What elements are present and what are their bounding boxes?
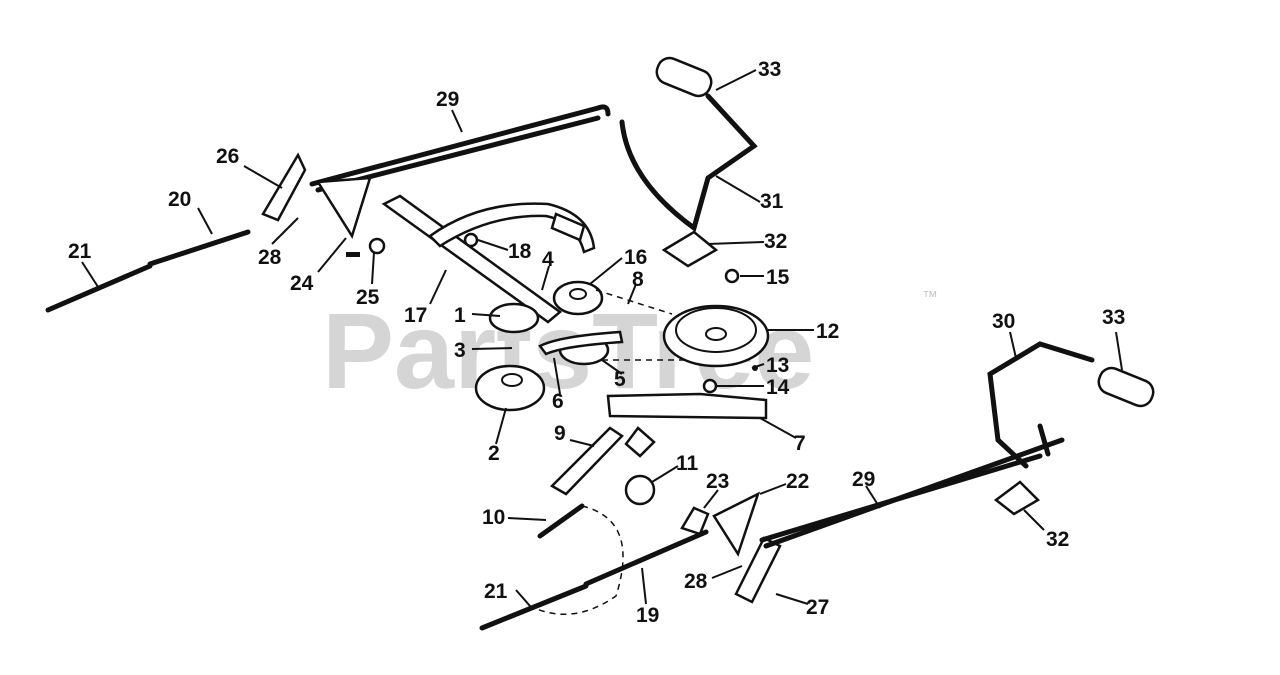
callout-4: 4 <box>542 248 554 271</box>
pulley-1 <box>488 302 540 334</box>
callout-28-left: 28 <box>258 246 282 269</box>
upper-shift-rod <box>309 104 611 187</box>
frame-bar <box>428 202 596 254</box>
grip-33-top <box>655 56 713 98</box>
callout-14: 14 <box>766 376 790 399</box>
lower-cable-lower <box>479 583 589 631</box>
handle-30-foot <box>1037 423 1051 457</box>
grip-33-right <box>1097 366 1155 408</box>
callout-13: 13 <box>766 354 789 377</box>
clip-32-top <box>661 230 719 268</box>
callout-15: 15 <box>766 266 790 289</box>
callout-29-top: 29 <box>436 88 459 111</box>
callout-24: 24 <box>290 272 314 295</box>
chain-10 <box>537 503 585 539</box>
callout-19: 19 <box>636 604 659 627</box>
lower-cable-upper <box>583 529 709 587</box>
pulley-12-inner <box>675 307 757 353</box>
callout-28-bottom: 28 <box>684 570 708 593</box>
sprocket-11 <box>624 474 656 506</box>
callout-8: 8 <box>632 268 644 291</box>
right-bracket-27 <box>734 536 782 604</box>
callout-3: 3 <box>454 339 466 362</box>
bracket-9 <box>624 426 656 458</box>
right-arm-22 <box>712 491 761 557</box>
bar-7 <box>606 392 768 420</box>
callout-25: 25 <box>356 286 380 309</box>
callout-27: 27 <box>806 596 829 619</box>
clip-32-bottom <box>993 480 1041 516</box>
pulley-2-hub <box>501 373 523 387</box>
callout-21-bottom: 21 <box>484 580 508 603</box>
callout-32-top: 32 <box>764 230 787 253</box>
callout-30: 30 <box>992 310 1015 333</box>
pulley-2 <box>474 364 546 412</box>
leader-lines <box>81 69 1123 607</box>
left-arm <box>315 176 372 239</box>
left-cable-upper <box>147 229 251 267</box>
pulley-12 <box>662 304 770 368</box>
pin-24 <box>346 252 360 257</box>
callout-26: 26 <box>216 145 239 168</box>
callout-16: 16 <box>624 246 647 269</box>
arm-6 <box>538 330 624 356</box>
handle-31 <box>619 93 758 233</box>
pulley-16-hub <box>569 288 587 300</box>
watermark-tm: ™ <box>922 289 938 306</box>
frame-tab <box>550 212 586 242</box>
callout-2: 2 <box>488 442 500 465</box>
callout-21-left: 21 <box>68 240 92 263</box>
callout-12: 12 <box>816 320 839 343</box>
frame-17 <box>381 194 563 324</box>
washer-25 <box>368 237 386 255</box>
chain-loop <box>525 505 624 615</box>
callout-6: 6 <box>552 390 564 413</box>
lower-shift-rod-link <box>759 453 1043 543</box>
washer-14 <box>702 378 718 394</box>
callout-18: 18 <box>508 240 532 263</box>
nut-15 <box>724 268 740 284</box>
callout-20: 20 <box>168 188 191 211</box>
handle-30 <box>987 341 1095 469</box>
callout-1: 1 <box>454 304 466 327</box>
left-bracket <box>261 152 307 222</box>
callout-33-top: 33 <box>758 58 781 81</box>
callout-29-bottom: 29 <box>852 468 875 491</box>
pulley-12-hub <box>705 327 727 341</box>
callout-5: 5 <box>614 368 626 391</box>
shaft-9 <box>549 426 624 496</box>
belt-dash-1 <box>595 289 673 315</box>
callout-22: 22 <box>786 470 809 493</box>
callout-23: 23 <box>706 470 729 493</box>
callout-32-bottom: 32 <box>1046 528 1069 551</box>
callout-33-right: 33 <box>1102 306 1125 329</box>
callout-31: 31 <box>760 190 784 213</box>
cam-23 <box>680 506 710 536</box>
callout-9: 9 <box>554 422 566 445</box>
callout-17: 17 <box>404 304 427 327</box>
callout-10: 10 <box>482 506 505 529</box>
callout-11: 11 <box>676 452 699 475</box>
pin-18 <box>463 232 479 248</box>
callout-7: 7 <box>794 432 806 455</box>
